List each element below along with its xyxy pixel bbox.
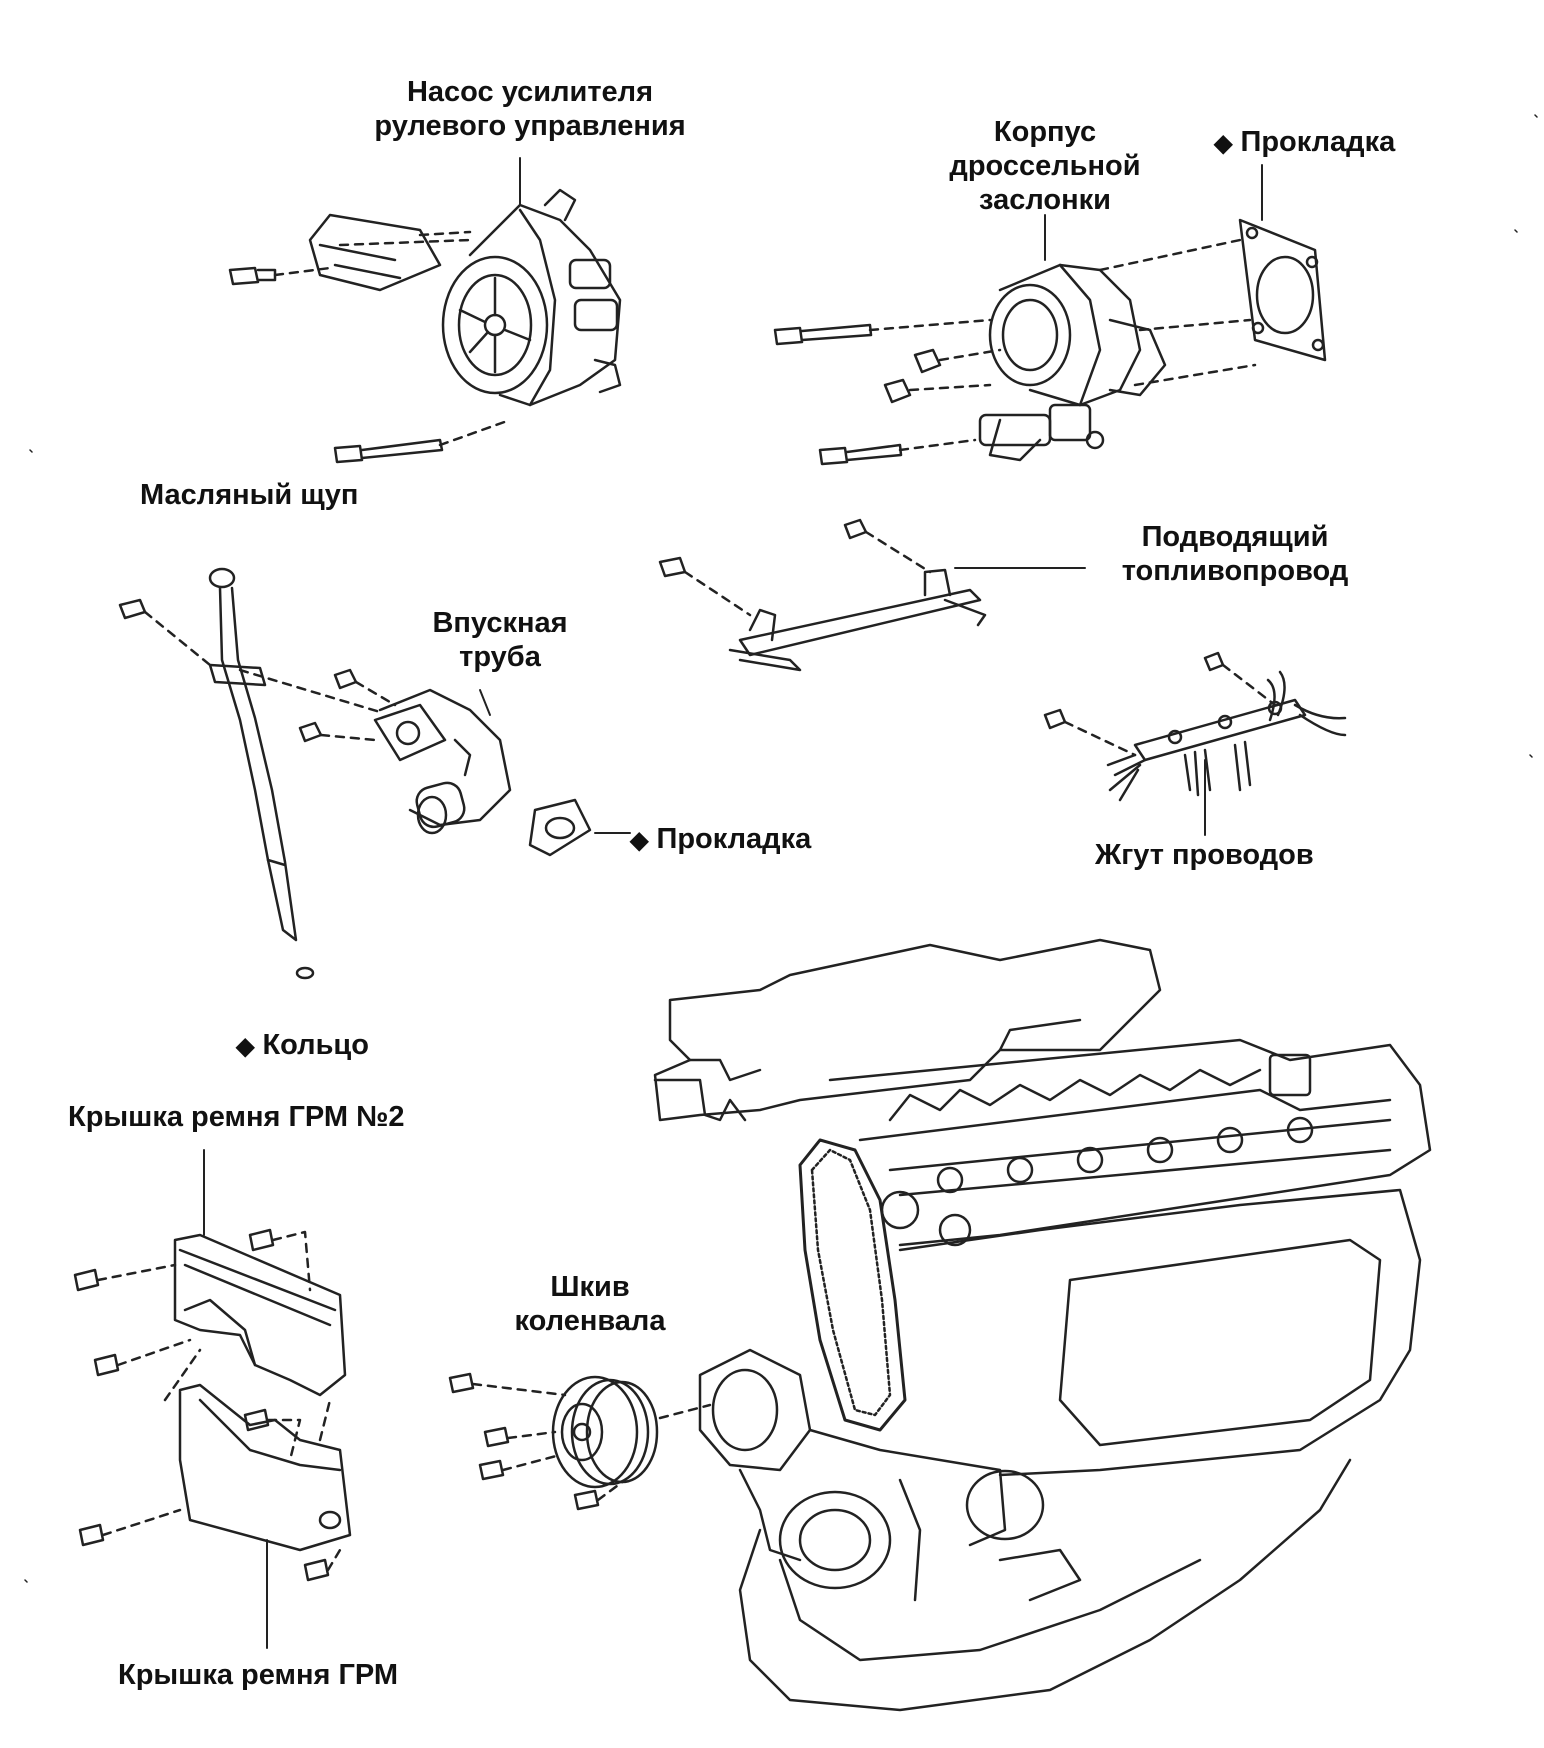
label-line: заслонки [979,184,1111,216]
label-line: Шкив [550,1271,630,1303]
label-line: Впускная [432,607,568,639]
label-text: Кольцо [262,1029,369,1061]
inlet-pipe-drawing [238,668,631,857]
label-timing-cover: Крышка ремня ГРМ [118,1658,398,1692]
label-fuel-pipe: Подводящий топливопровод [1090,520,1380,588]
marker-icon: ◆ [1214,130,1233,157]
label-power-steering-pump: Насос усилителя рулевого управления [340,75,720,143]
marker-icon: ◆ [236,1033,255,1060]
label-o-ring: ◆ Кольцо [236,1028,369,1064]
timing-covers-drawing [73,1149,352,1649]
label-crank-pulley: Шкив коленвала [490,1270,690,1338]
label-inlet-pipe: Впускная труба [400,606,600,674]
label-text: Жгут проводов [1095,839,1314,871]
label-line: Корпус [993,116,1097,148]
label-wire-harness: Жгут проводов [1095,838,1314,872]
label-throttle-body: Корпус дроссельной заслонки [910,115,1180,217]
speckles [24,114,1538,1583]
wire-harness-drawing [1043,651,1347,836]
dipstick-drawing [118,567,315,980]
power-steering-pump-drawing [228,157,622,464]
marker-icon: ◆ [630,827,649,854]
label-line: рулевого управления [374,110,686,142]
engine-block-drawing [653,938,1432,1712]
label-text: Крышка ремня ГРМ [118,1659,399,1691]
label-timing-cover-2: Крышка ремня ГРМ №2 [68,1100,405,1134]
label-line: дроссельной [949,150,1141,182]
label-line: Насос усилителя [406,76,653,108]
label-gasket-mid: ◆ Прокладка [630,822,811,858]
label-line: топливопровод [1121,555,1349,587]
label-line: Подводящий [1141,521,1329,553]
label-line: труба [459,641,541,673]
label-dipstick: Масляный щуп [140,478,358,512]
label-line: коленвала [514,1305,666,1337]
fuel-pipe-drawing [658,518,1086,672]
crank-pulley-drawing [448,1372,712,1511]
throttle-body-drawing [773,164,1327,466]
label-text: Крышка ремня ГРМ №2 [68,1101,405,1133]
label-text: Прокладка [1240,126,1396,158]
label-text: Масляный щуп [140,479,359,511]
label-text: Прокладка [656,823,812,855]
label-gasket-top: ◆ Прокладка [1214,125,1395,161]
